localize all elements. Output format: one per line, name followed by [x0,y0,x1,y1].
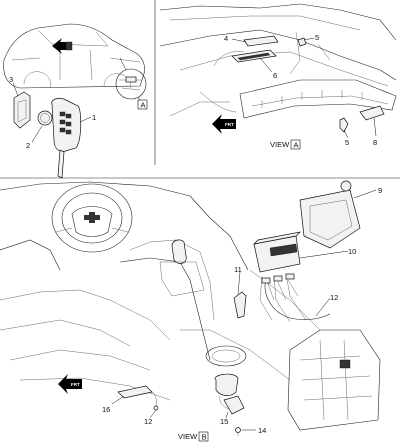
screw-part-14 [235,427,241,433]
brand-emblem [84,212,100,223]
front-label-a: FRT [225,122,234,127]
callout-10: 10 [348,247,356,256]
part-15 [214,373,239,396]
key-fob-group: 1 2 3 [9,75,96,179]
view-b-illustration: FRT 9 10 11 12 12 16 15 14 [0,180,382,436]
view-a-letter: A [294,141,299,150]
view-a-illustration: FRT 4 5 6 5 8 [159,3,397,147]
callout-5a: 5 [315,33,319,42]
steering-wheel [51,183,133,253]
fastener-part-5a [297,37,307,47]
callout-8: 8 [373,138,377,147]
view-b-caption: VIEW B [178,431,209,442]
view-b-prefix: VIEW [178,432,198,441]
callout-12b: 12 [144,417,152,426]
view-a-prefix: VIEW [270,140,290,149]
module-part-9 [299,189,361,249]
callout-9: 9 [378,186,382,195]
key-cover-part-3 [13,91,31,129]
callout-2: 2 [26,141,30,150]
callout-15: 15 [220,417,228,426]
callout-12a: 12 [330,293,338,302]
callout-5b: 5 [345,138,349,147]
fastener-part-5b [339,117,349,133]
view-a-box-letter: A [141,101,146,110]
part-16 [117,385,153,399]
detail-magnifier: A [115,57,148,110]
front-label-b: FRT [71,382,80,387]
view-b-letter: B [202,433,207,442]
view-a-box [137,99,148,110]
callout-14: 14 [258,426,266,435]
key-blade [57,149,65,179]
bracket-part-4 [243,35,279,47]
callout-1: 1 [92,113,96,122]
callout-11: 11 [234,265,242,274]
section-dividers [0,0,400,179]
car-overview [3,23,145,89]
callout-16: 16 [102,405,110,414]
part-11 [233,291,247,319]
view-a-caption: VIEW A [270,139,301,150]
callout-3: 3 [9,75,13,84]
callout-4: 4 [224,34,228,43]
component-part-8 [359,105,385,121]
key-battery [37,110,53,126]
gear-shifter [171,239,187,264]
harness-part-12 [264,279,331,320]
callout-6: 6 [273,71,277,80]
